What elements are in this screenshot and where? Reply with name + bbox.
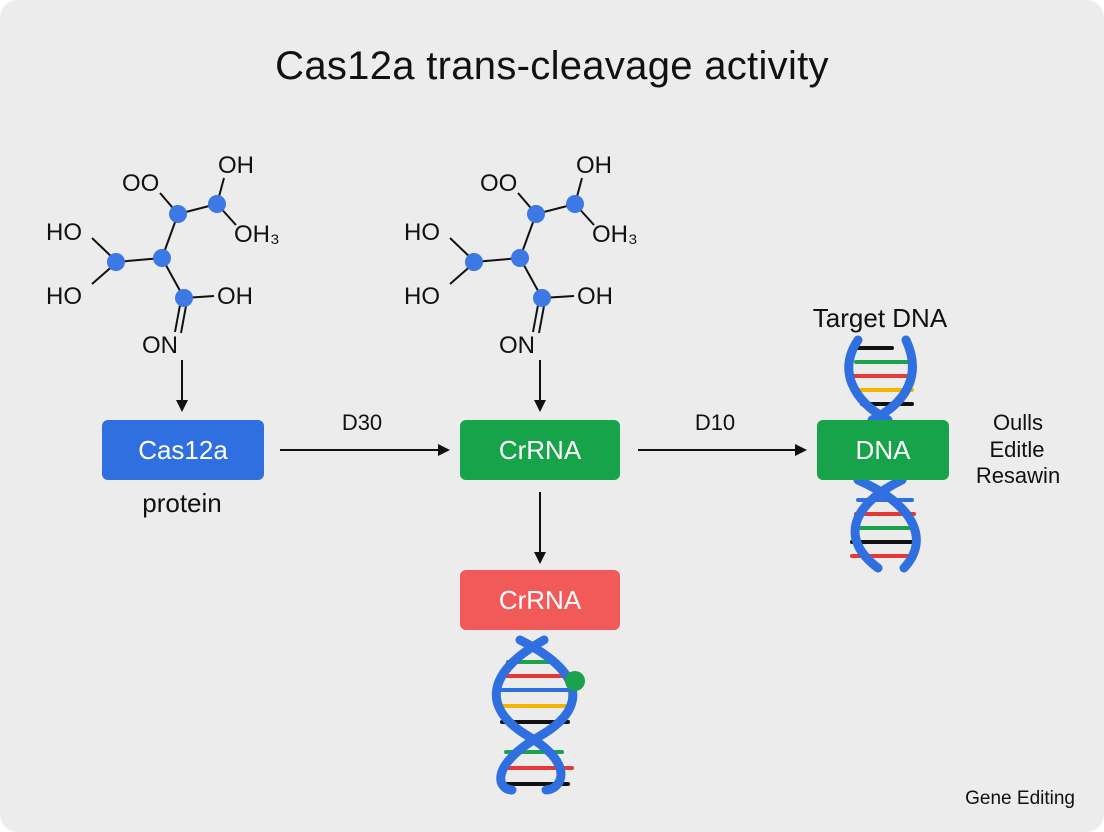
chem-label-ho: HO — [46, 283, 82, 310]
chem-label-oo: OO — [480, 170, 517, 197]
atom-dot — [527, 205, 545, 223]
side-note: Oulls Editle Resawin — [976, 410, 1060, 488]
atom-dot — [511, 249, 529, 267]
chem-label-oh3: OH₃ — [234, 221, 280, 248]
helix-dna-icon — [850, 475, 921, 573]
atom-dot — [107, 253, 125, 271]
footer-label: Gene Editing — [965, 788, 1075, 809]
node-dna-label: DNA — [856, 435, 912, 465]
helix-crrna-icon — [491, 635, 585, 795]
atom-dot — [566, 195, 584, 213]
node-cas12a-label: Cas12a — [138, 435, 228, 465]
chem-label-oh: OH — [218, 152, 254, 179]
side-note-line: Resawin — [976, 463, 1060, 488]
atom-dots-left — [107, 195, 226, 307]
arrow-label-d10: D10 — [695, 410, 735, 435]
chem-label-ho: HO — [404, 219, 440, 246]
node-dna: DNA — [817, 420, 949, 480]
node-crrna-bottom: CrRNA — [460, 570, 620, 630]
atom-dot — [465, 253, 483, 271]
chem-label-ho: HO — [404, 283, 440, 310]
node-crrna-main: CrRNA — [460, 420, 620, 480]
chem-label-on: ON — [499, 332, 535, 359]
arrow-d30: D30 — [280, 410, 450, 456]
chem-label-on: ON — [142, 332, 178, 359]
chem-label-oh: OH — [577, 283, 613, 310]
atom-dot — [175, 289, 193, 307]
node-cas12a-caption: protein — [142, 488, 222, 518]
node-crrna-main-label: CrRNA — [499, 435, 582, 465]
node-crrna-bottom-label: CrRNA — [499, 585, 582, 615]
helix-target-icon — [844, 335, 917, 425]
chem-label-oh: OH — [217, 283, 253, 310]
arrow-label-d30: D30 — [342, 410, 382, 435]
target-dna-label: Target DNA — [813, 303, 948, 333]
atom-dot — [153, 249, 171, 267]
chem-label-oh: OH — [576, 152, 612, 179]
molecule-left: OO OH HO OH₃ HO OH ON — [46, 152, 280, 412]
side-note-line: Oulls — [993, 410, 1043, 435]
atom-dots-middle — [465, 195, 584, 307]
node-cas12a: Cas12a — [102, 420, 264, 480]
side-note-line: Editle — [989, 437, 1044, 462]
diagram-title: Cas12a trans-cleavage activity — [275, 44, 829, 88]
atom-dot — [533, 289, 551, 307]
arrow-d10: D10 — [638, 410, 807, 456]
chem-label-oo: OO — [122, 170, 159, 197]
chem-label-oh3: OH₃ — [592, 221, 638, 248]
molecule-middle: OO OH HO OH₃ HO OH ON — [404, 152, 638, 412]
atom-dot — [169, 205, 187, 223]
chem-label-ho: HO — [46, 219, 82, 246]
atom-dot — [208, 195, 226, 213]
